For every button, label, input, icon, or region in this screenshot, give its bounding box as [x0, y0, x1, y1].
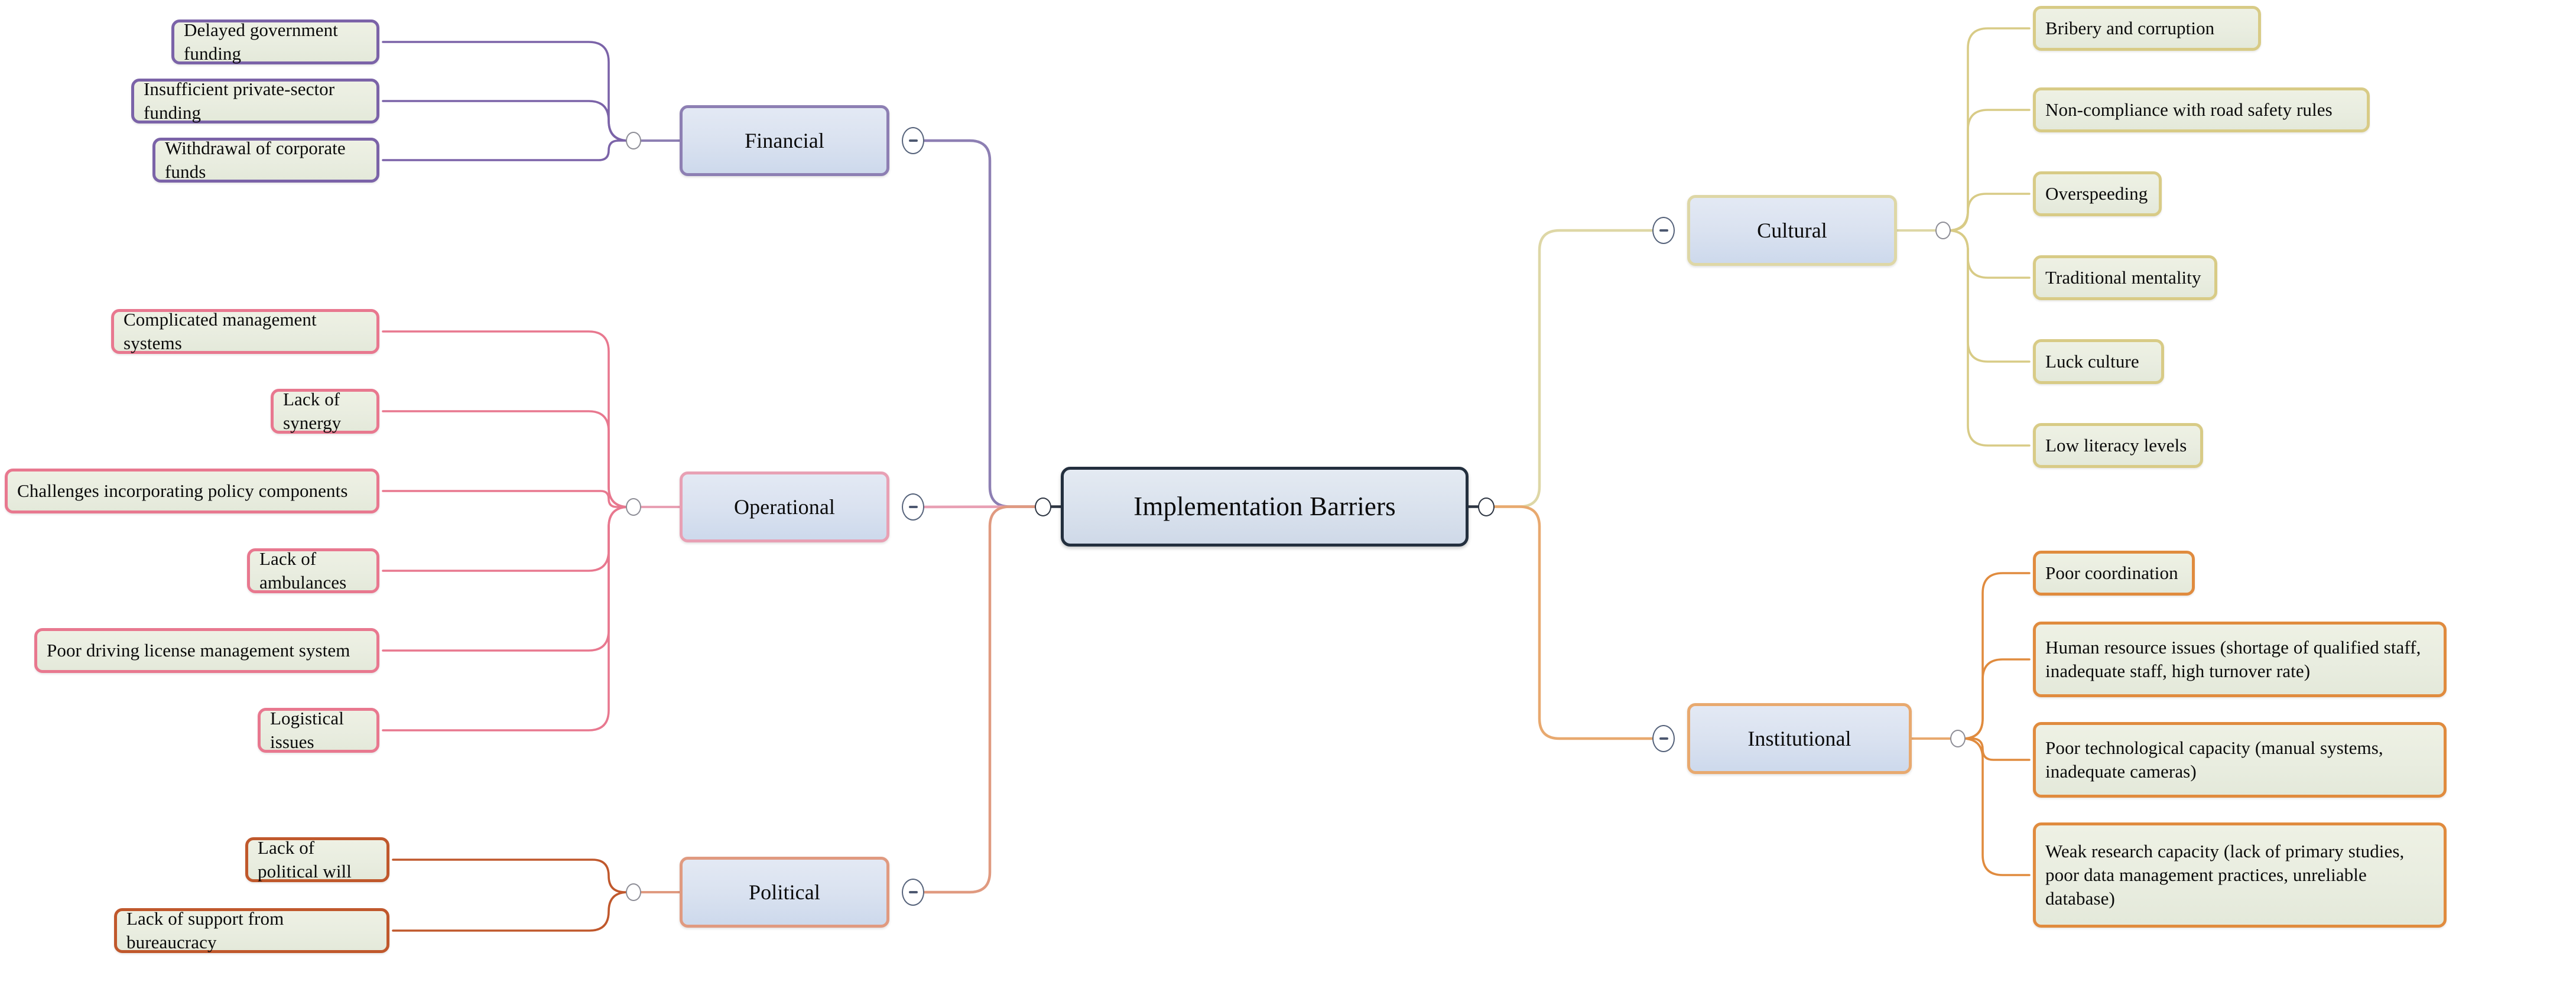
category-node-institutional-label: Institutional	[1747, 726, 1851, 750]
collapse-toggle-institutional[interactable]	[1652, 725, 1675, 752]
leaf-node-operational-4-label: Poor driving license management system	[47, 640, 350, 661]
leaf-node-operational-3[interactable]: Lack of ambulances	[247, 548, 379, 593]
leaf-node-institutional-2-label: Poor technological capacity (manual syst…	[2045, 737, 2383, 782]
collapse-toggle-political[interactable]	[902, 879, 924, 906]
leaf-node-cultural-2[interactable]: Overspeeding	[2033, 171, 2162, 216]
root-node[interactable]: Implementation Barriers	[1061, 467, 1469, 547]
leaf-node-operational-3-label: Lack of ambulances	[259, 548, 347, 593]
connector-path	[392, 891, 628, 932]
connector-path	[382, 330, 629, 508]
connector-path	[382, 490, 627, 508]
category-node-financial-label: Financial	[745, 128, 824, 152]
connector-path	[1964, 737, 2031, 761]
minus-icon	[908, 891, 918, 893]
connector-path	[1947, 229, 2031, 363]
leaf-node-financial-0[interactable]: Delayed government funding	[171, 19, 379, 64]
connector-path	[1947, 109, 2031, 232]
leaf-node-institutional-2[interactable]: Poor technological capacity (manual syst…	[2033, 722, 2447, 798]
leaf-node-political-1-label: Lack of support from bureaucracy	[126, 908, 284, 952]
leaf-node-operational-2[interactable]: Challenges incorporating policy componen…	[5, 469, 379, 513]
connector-path	[1947, 229, 2031, 447]
leaf-node-cultural-4-label: Luck culture	[2045, 351, 2139, 372]
leaf-node-institutional-0-label: Poor coordination	[2045, 562, 2178, 584]
leaf-node-cultural-5-label: Low literacy levels	[2045, 435, 2187, 456]
root-node-label: Implementation Barriers	[1133, 491, 1396, 521]
leaf-node-financial-1[interactable]: Insufficient private-sector funding	[131, 79, 379, 123]
category-node-political-label: Political	[749, 880, 820, 904]
leaf-node-political-0-label: Lack of political will	[258, 837, 352, 882]
connector-path	[1962, 658, 2031, 740]
leaf-node-operational-5-label: Logistical issues	[270, 708, 344, 752]
leaf-node-cultural-3-label: Traditional mentality	[2045, 267, 2201, 288]
leaf-node-operational-1[interactable]: Lack of synergy	[271, 389, 379, 434]
leaf-node-operational-1-label: Lack of synergy	[283, 389, 342, 433]
connector-path	[382, 100, 629, 142]
leaf-node-institutional-1[interactable]: Human resource issues (shortage of quali…	[2033, 622, 2447, 697]
collapse-toggle-operational[interactable]	[902, 493, 924, 521]
minus-icon	[1659, 229, 1668, 232]
leaf-node-financial-2-label: Withdrawal of corporate funds	[165, 138, 346, 182]
connector-path	[382, 139, 627, 161]
connector-path	[922, 139, 1045, 508]
connector-path	[1962, 572, 2031, 740]
sub-hub-political[interactable]	[626, 883, 641, 901]
connector-path	[392, 859, 627, 893]
category-node-political[interactable]: Political	[680, 857, 889, 928]
minus-icon	[1659, 737, 1668, 740]
category-node-cultural-label: Cultural	[1757, 218, 1827, 242]
connector-path	[382, 506, 629, 731]
leaf-node-institutional-1-label: Human resource issues (shortage of quali…	[2045, 637, 2421, 681]
category-node-operational[interactable]: Operational	[680, 472, 889, 542]
root-hub-left[interactable]	[1035, 497, 1051, 516]
connector-path	[382, 410, 629, 508]
leaf-node-operational-2-label: Challenges incorporating policy componen…	[17, 480, 348, 502]
sub-hub-financial[interactable]	[626, 132, 641, 149]
connector-path	[1962, 737, 2031, 876]
category-node-institutional[interactable]: Institutional	[1687, 703, 1912, 774]
leaf-node-operational-0[interactable]: Complicated management systems	[111, 309, 379, 354]
connector-path	[1484, 229, 1654, 508]
leaf-node-cultural-3[interactable]: Traditional mentality	[2033, 255, 2217, 300]
root-hub-right[interactable]	[1478, 497, 1495, 516]
leaf-node-cultural-5[interactable]: Low literacy levels	[2033, 423, 2203, 468]
connector-path	[382, 506, 629, 572]
category-node-cultural[interactable]: Cultural	[1687, 195, 1897, 266]
leaf-node-operational-5[interactable]: Logistical issues	[258, 708, 379, 753]
connector-path	[382, 506, 629, 652]
connector-path	[1947, 27, 2031, 232]
collapse-toggle-cultural[interactable]	[1652, 217, 1675, 244]
connector-path	[922, 505, 1045, 894]
collapse-toggle-financial[interactable]	[902, 127, 924, 154]
connector-path	[1949, 193, 2031, 232]
leaf-node-institutional-0[interactable]: Poor coordination	[2033, 551, 2195, 596]
sub-hub-institutional[interactable]	[1950, 730, 1966, 747]
leaf-node-cultural-0-label: Bribery and corruption	[2045, 18, 2215, 39]
connector-path	[1947, 229, 2031, 279]
leaf-node-cultural-2-label: Overspeeding	[2045, 183, 2148, 204]
minus-icon	[908, 506, 918, 508]
leaf-node-institutional-3[interactable]: Weak research capacity (lack of primary …	[2033, 822, 2447, 928]
category-node-operational-label: Operational	[733, 495, 836, 519]
leaf-node-operational-4[interactable]: Poor driving license management system	[34, 628, 379, 673]
leaf-node-cultural-4[interactable]: Luck culture	[2033, 339, 2164, 384]
leaf-node-cultural-1-label: Non-compliance with road safety rules	[2045, 99, 2333, 121]
connector-path	[382, 41, 629, 142]
leaf-node-financial-1-label: Insufficient private-sector funding	[144, 79, 335, 123]
leaf-node-political-1[interactable]: Lack of support from bureaucracy	[114, 908, 389, 953]
leaf-node-financial-2[interactable]: Withdrawal of corporate funds	[152, 138, 379, 183]
category-node-financial[interactable]: Financial	[680, 105, 889, 176]
leaf-node-political-0[interactable]: Lack of political will	[245, 837, 389, 882]
leaf-node-cultural-0[interactable]: Bribery and corruption	[2033, 6, 2261, 51]
sub-hub-operational[interactable]	[626, 498, 641, 516]
leaf-node-operational-0-label: Complicated management systems	[124, 309, 317, 353]
minus-icon	[908, 139, 918, 142]
leaf-node-institutional-3-label: Weak research capacity (lack of primary …	[2045, 841, 2405, 909]
leaf-node-financial-0-label: Delayed government funding	[184, 19, 338, 64]
connector-path	[1484, 505, 1654, 740]
leaf-node-cultural-1[interactable]: Non-compliance with road safety rules	[2033, 87, 2370, 132]
sub-hub-cultural[interactable]	[1935, 222, 1951, 239]
